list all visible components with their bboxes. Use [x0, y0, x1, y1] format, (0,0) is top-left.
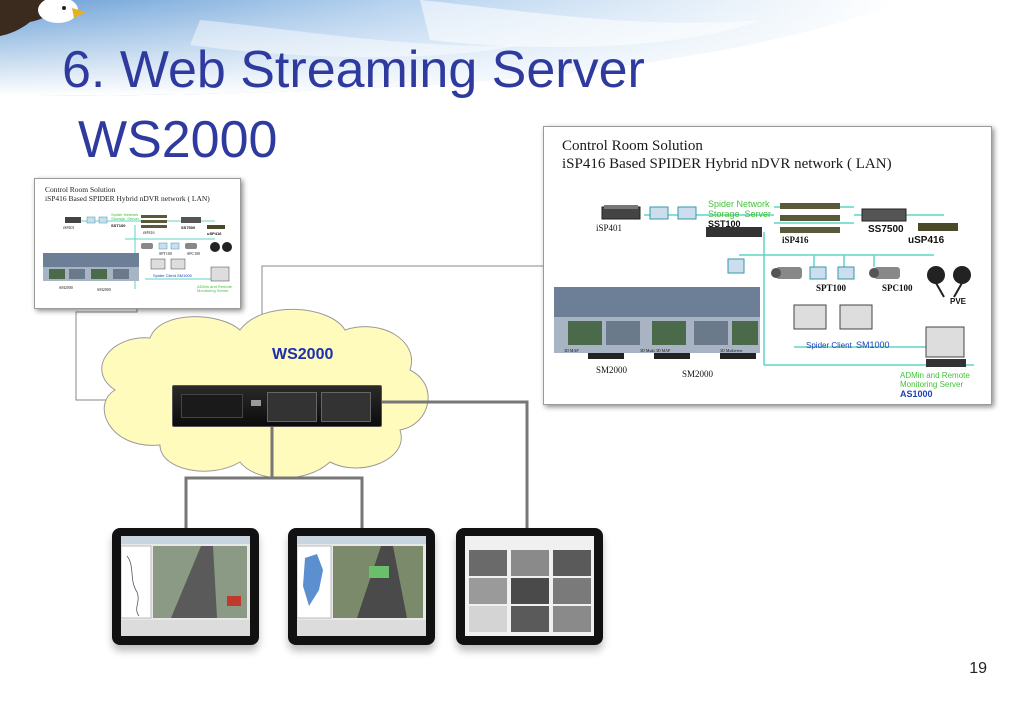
label-spc100: SPC100 [882, 283, 913, 293]
panel-title: Control Room Solution [45, 185, 116, 194]
label-isp401: iSP401 [596, 223, 623, 233]
link-tablet-2 [272, 476, 364, 530]
label-sst100: SST100 [111, 223, 126, 228]
switch-icon [649, 206, 669, 220]
label-sm2000-a: SM2000 [59, 285, 73, 290]
tablet-multiview [456, 528, 603, 645]
tablet-traffic-view [288, 528, 435, 645]
label-spider-client: Spider Client SM1000 [153, 273, 192, 278]
switch-icon [837, 266, 855, 280]
switch-icon [677, 206, 697, 220]
tablet-screen [297, 536, 426, 636]
network-topology [554, 203, 974, 367]
header-banner [0, 0, 1023, 100]
panel-subtitle: iSP416 Based SPIDER Hybrid nDVR network … [562, 156, 892, 172]
label-admin-server: ADMin and Remote Monitoring Server [197, 284, 232, 293]
panel-title: Control Room Solution [562, 138, 703, 154]
switch-icon [809, 266, 827, 280]
label-spider-client: Spider Client [806, 341, 852, 350]
label-isp416: iSP416 [143, 230, 155, 235]
screen-caption: 3D Multi 3D MAP [640, 348, 671, 353]
label-pve: PVE [950, 297, 967, 306]
slide-title: 6. Web Streaming Server [62, 41, 645, 99]
label-ss7500: SS7500 [181, 225, 196, 230]
label-usp416: uSP416 [207, 231, 222, 236]
link-tablet-1 [184, 425, 274, 530]
camera-icon [869, 267, 900, 279]
control-room-diagram-small: Control Room Solution iSP416 Based SPIDE… [34, 178, 241, 309]
switch-icon [727, 258, 745, 274]
label-admin-server: ADMin and Remote Monitoring Server [900, 371, 970, 389]
label-spt100: SPT100 [816, 283, 847, 293]
label-sm2000-a: SM2000 [596, 365, 628, 375]
isp401-device [601, 205, 641, 220]
eagle-icon [0, 0, 86, 36]
cloud-label: WS2000 [272, 346, 334, 363]
banner-background [0, 0, 900, 96]
ws2000-server [172, 385, 382, 427]
screen-caption: 3D MAP [564, 348, 579, 353]
label-sm2000-b: SM2000 [682, 369, 714, 379]
isp416-device [780, 203, 840, 233]
label-sm1000: SM1000 [856, 340, 890, 350]
admin-server-icon [925, 326, 966, 367]
link-big-panel [261, 265, 543, 330]
label-storage-server: Spider Network Storage Server [111, 212, 140, 221]
label-storage-server: Spider Network Storage Server [708, 199, 772, 219]
label-isp401: iSP401 [63, 225, 75, 230]
ss7500-device [861, 208, 907, 222]
label-ss7500: SS7500 [868, 224, 904, 235]
panel-subtitle: iSP416 Based SPIDER Hybrid nDVR network … [45, 194, 210, 203]
usp416-device [918, 223, 958, 231]
video-wall [554, 287, 760, 359]
screen-caption: 3D Multiview [720, 348, 743, 353]
network-topology-small [43, 215, 232, 289]
client-monitor-icon [793, 304, 873, 330]
tablet-screen [465, 536, 594, 636]
label-spc100: SPC100 [187, 251, 201, 256]
link-tablet-3 [380, 400, 529, 556]
tablet-map-view [112, 528, 259, 645]
label-spt100: SPT100 [159, 251, 172, 256]
camera-icon [771, 267, 802, 279]
label-as1000: AS1000 [900, 389, 933, 399]
pve-camera-icon [927, 266, 971, 298]
tablet-screen [121, 536, 250, 636]
page-number: 19 [969, 660, 987, 677]
label-sm2000-b: SM2000 [97, 287, 111, 292]
label-usp416: uSP416 [908, 235, 945, 246]
control-room-diagram-large: Control Room Solution iSP416 Based SPIDE… [543, 126, 992, 405]
label-sst100: SST100 [708, 219, 741, 229]
label-isp416: iSP416 [782, 235, 809, 245]
slide-subtitle: WS2000 [78, 111, 278, 169]
sst100-device [706, 227, 762, 237]
